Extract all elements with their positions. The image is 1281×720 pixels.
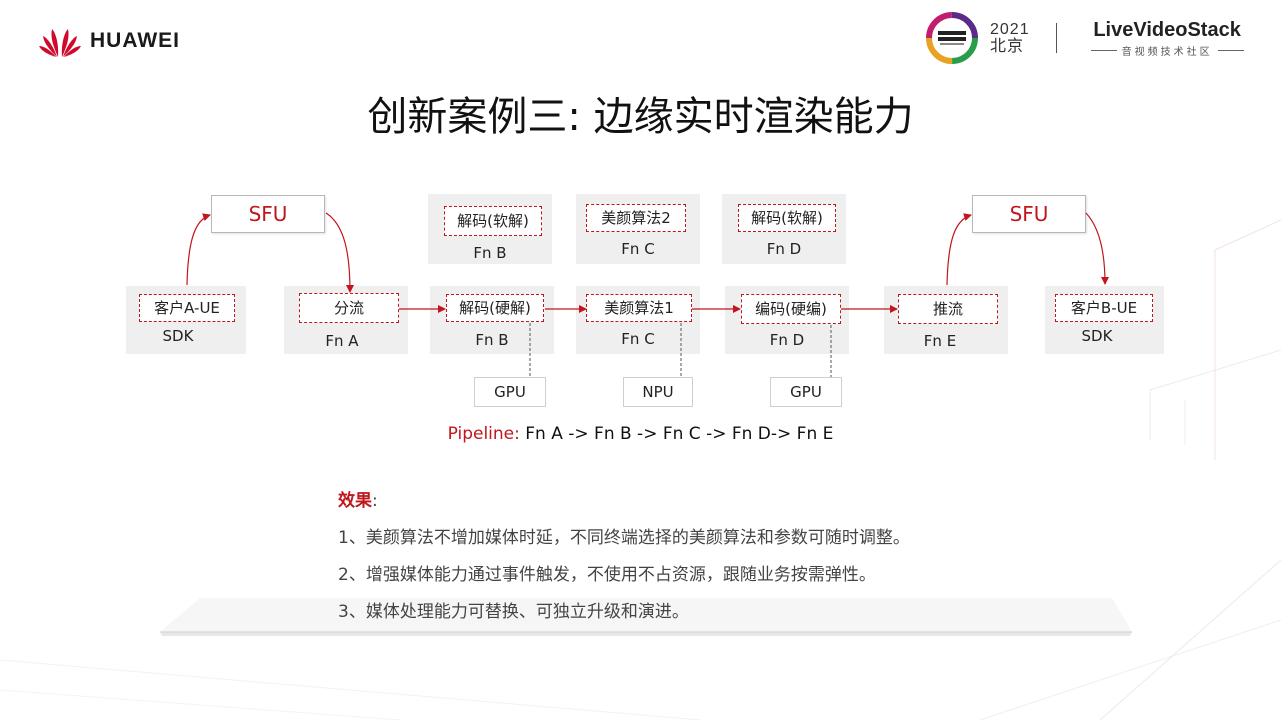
sfu-left: SFU	[211, 195, 325, 233]
fn-c-box: 美颜算法1 Fn C	[576, 286, 700, 354]
huawei-logo: HUAWEI	[38, 24, 180, 58]
client-a-label: SDK	[162, 327, 194, 345]
fn-e-label: Fn E	[923, 332, 957, 350]
fn-b-label: Fn B	[475, 331, 509, 349]
alt-fn-d-label: Fn D	[766, 240, 802, 258]
alt-fn-d-box: 解码(软解) Fn D	[722, 194, 846, 264]
fn-e-box: 推流 Fn E	[884, 286, 1008, 354]
pipeline-text: Pipeline: Fn A -> Fn B -> Fn C -> Fn D->…	[0, 424, 1281, 444]
effect-item: 2、增强媒体能力通过事件触发，不使用不占资源，跟随业务按需弹性。	[338, 565, 876, 585]
arrow-sfu-to-fn-a	[325, 212, 354, 293]
client-a-inner: 客户A-UE	[139, 294, 235, 322]
alt-fn-c-label: Fn C	[621, 240, 655, 258]
alt-fn-b-label: Fn B	[473, 244, 507, 262]
fn-d-inner: 编码(硬编)	[741, 294, 841, 324]
pipeline-prefix: Pipeline:	[447, 424, 520, 444]
client-b-inner: 客户B-UE	[1055, 294, 1153, 322]
pipeline-sequence: Fn A -> Fn B -> Fn C -> Fn D-> Fn E	[519, 424, 834, 444]
gpu-box-b: GPU	[474, 377, 546, 407]
effect-item: 3、媒体处理能力可替换、可独立升级和演进。	[338, 602, 689, 622]
fn-b-inner: 解码(硬解)	[446, 294, 544, 322]
fn-d-label: Fn D	[769, 331, 805, 349]
fn-d-box: 编码(硬编) Fn D	[725, 286, 849, 354]
livevideostackcon-logo-icon	[926, 12, 978, 64]
client-a-box: 客户A-UE SDK	[126, 286, 246, 354]
sfu-right: SFU	[972, 195, 1086, 233]
fn-b-box: 解码(硬解) Fn B	[430, 286, 554, 354]
alt-fn-c-inner: 美颜算法2	[586, 204, 686, 232]
conference-branding: 2021 北京 LiveVideoStack 音视频技术社区	[926, 12, 1244, 64]
effect-item: 1、美颜算法不增加媒体时延，不同终端选择的美颜算法和参数可随时调整。	[338, 528, 910, 548]
alt-fn-b-box: 解码(软解) Fn B	[428, 194, 552, 264]
alt-fn-b-inner: 解码(软解)	[444, 206, 542, 236]
brand-name: HUAWEI	[90, 29, 180, 52]
branding-divider	[1055, 23, 1057, 53]
fn-c-label: Fn C	[621, 330, 655, 348]
alt-fn-d-inner: 解码(软解)	[738, 204, 836, 232]
conference-city: 北京	[990, 38, 1025, 55]
arrow-fn-e-to-sfu	[946, 213, 972, 286]
fn-a-inner: 分流	[299, 293, 399, 323]
client-b-label: SDK	[1081, 327, 1113, 345]
fn-a-label: Fn A	[325, 332, 359, 350]
npu-box-c: NPU	[623, 377, 693, 407]
livevideostack-logo: LiveVideoStack 音视频技术社区	[1090, 18, 1244, 58]
arrow-sfu-to-client-b	[1085, 212, 1109, 285]
arrow-client-a-to-sfu	[186, 213, 211, 286]
fn-e-inner: 推流	[898, 294, 998, 324]
huawei-petal-icon	[39, 29, 81, 57]
effects-section: 效果: 1、美颜算法不增加媒体时延，不同终端选择的美颜算法和参数可随时调整。 2…	[338, 486, 910, 622]
fn-a-box: 分流 Fn A	[284, 286, 408, 354]
effects-colon: :	[372, 491, 378, 511]
gpu-box-d: GPU	[770, 377, 842, 407]
fn-c-inner: 美颜算法1	[586, 294, 692, 322]
client-b-box: 客户B-UE SDK	[1045, 286, 1164, 354]
livevideostack-name: LiveVideoStack	[1093, 18, 1241, 41]
effects-heading: 效果	[338, 491, 372, 511]
conference-year: 2021	[990, 21, 1030, 38]
livevideostack-subtitle: 音视频技术社区	[1121, 46, 1213, 58]
slide-title: 创新案例三: 边缘实时渲染能力	[367, 94, 914, 140]
alt-fn-c-box: 美颜算法2 Fn C	[576, 194, 700, 264]
